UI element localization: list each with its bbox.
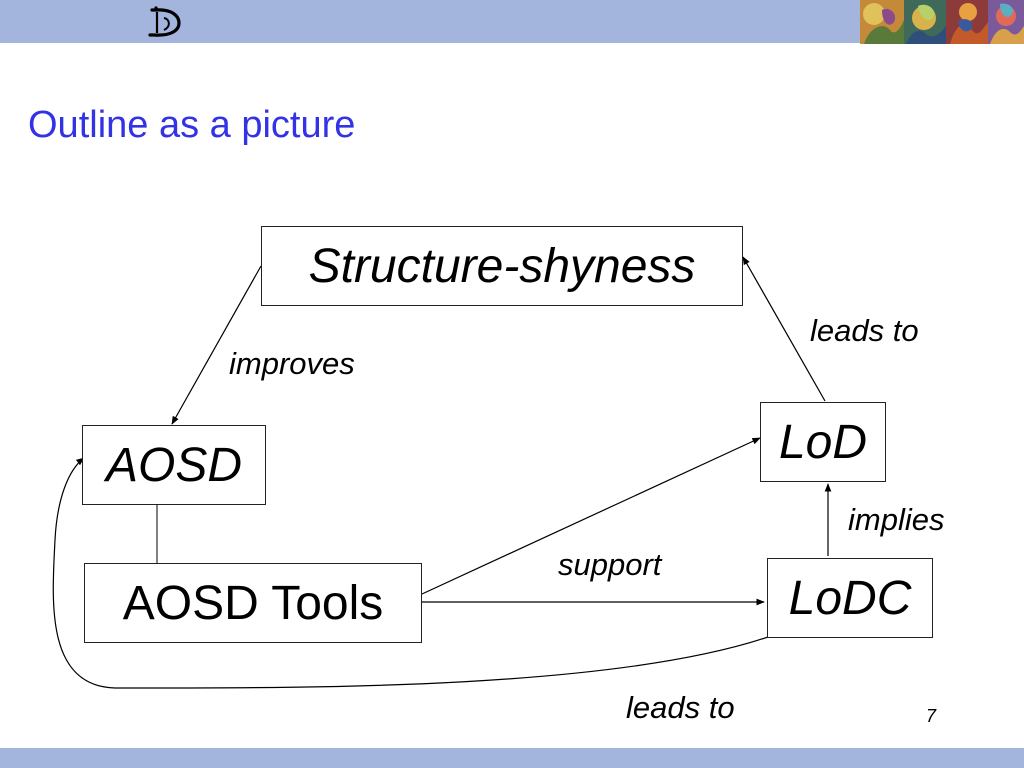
node-lodc-label: LoDC: [788, 571, 912, 625]
node-lod: LoD: [760, 402, 886, 482]
edge-leads-to-top: [742, 256, 826, 402]
edge-label-implies: implies: [848, 502, 945, 537]
edge-label-leads-to-top: leads to: [810, 313, 919, 348]
header-bar: [0, 0, 1024, 44]
node-lod-label: LoD: [778, 415, 868, 469]
edge-label-improves: improves: [229, 346, 355, 381]
node-lodc: LoDC: [767, 558, 933, 638]
slide-title: Outline as a picture: [28, 104, 356, 146]
header-divider: [0, 43, 1024, 44]
edge-improves: [171, 265, 262, 425]
edge-support-lod: [421, 437, 761, 595]
paintings-banner-icon: [860, 0, 1024, 44]
edge-label-leads-to-bottom: leads to: [626, 690, 735, 725]
node-aosd-tools: AOSD Tools: [84, 563, 422, 643]
logo-icon: [148, 6, 181, 37]
footer-bar: [0, 748, 1024, 768]
edge-label-support: support: [558, 547, 662, 582]
node-aosd-tools-label: AOSD Tools: [122, 576, 384, 630]
node-aosd: AOSD: [82, 425, 266, 505]
node-aosd-label: AOSD: [105, 438, 243, 492]
node-structure-shyness-label: Structure-shyness: [308, 239, 696, 293]
page-number: 7: [926, 706, 937, 726]
node-structure-shyness: Structure-shyness: [261, 226, 743, 306]
edge-leads-to-bottom: [52, 457, 769, 689]
